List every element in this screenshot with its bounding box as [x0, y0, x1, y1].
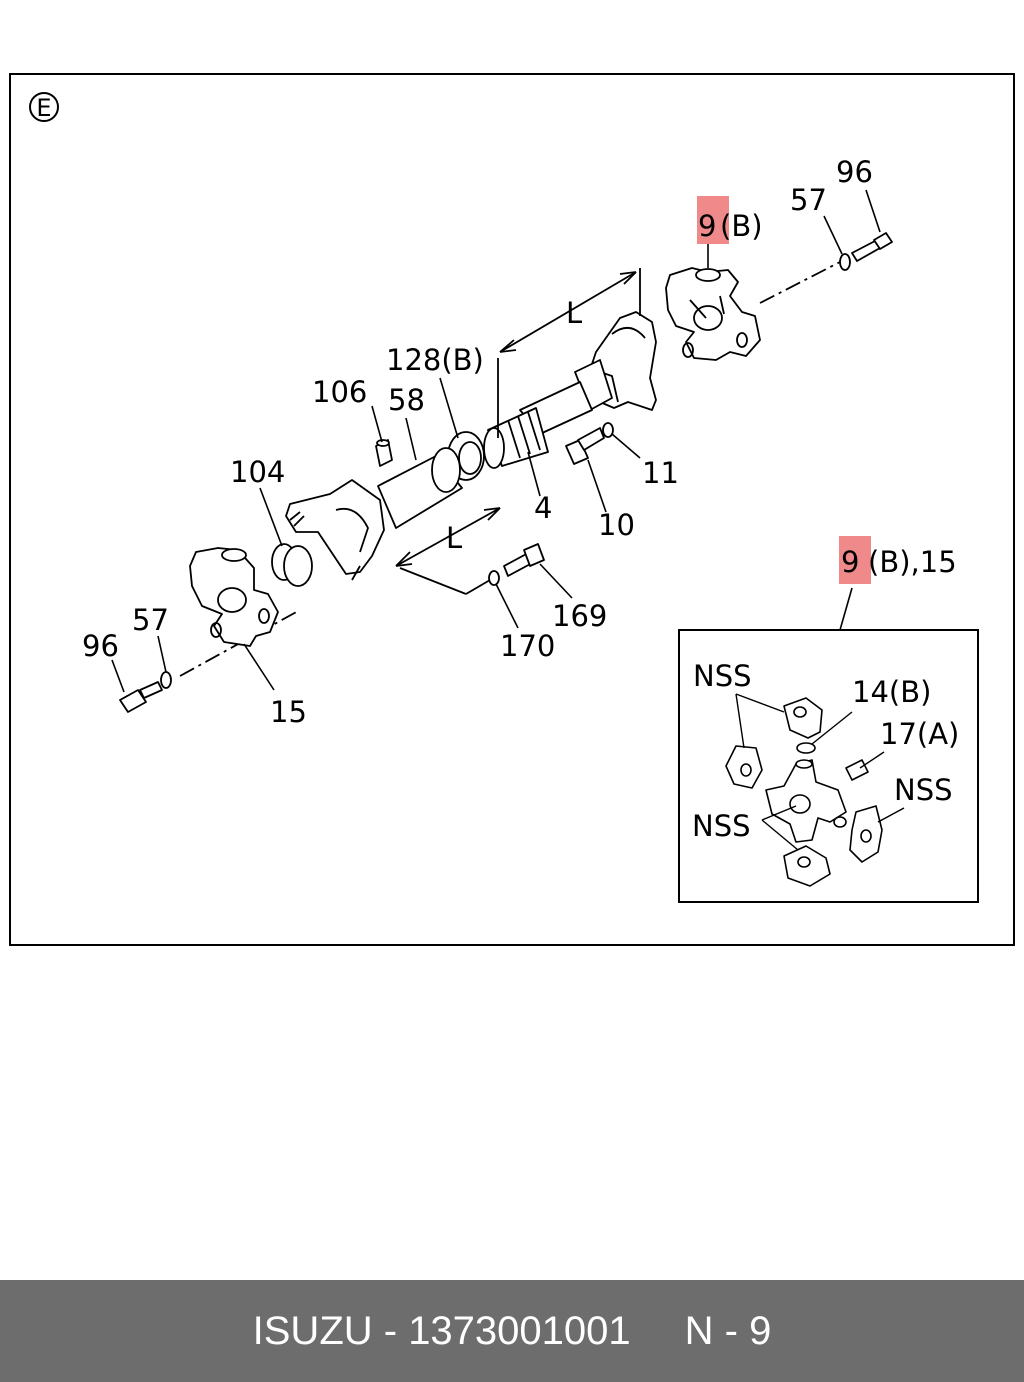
bolt-169 — [503, 543, 545, 577]
inset-parts-drawing — [725, 697, 883, 887]
inset-frame — [678, 629, 979, 903]
callout-96-right: 96 — [836, 155, 873, 189]
dust-cap-104 — [271, 543, 313, 587]
footer-bar: ISUZU - 1373001001 N - 9 — [0, 1280, 1024, 1382]
washer-11 — [602, 422, 614, 438]
inset-detail: 9 (B),15 NSS 14(B) 17(A) NSS NSS — [678, 545, 979, 903]
inset-header-9: 9 — [841, 545, 859, 579]
bolt-10 — [565, 427, 605, 465]
leader-lines — [111, 189, 881, 693]
callout-170: 170 — [500, 629, 555, 663]
washer-57-right — [839, 253, 851, 271]
highlight-9-top — [697, 196, 729, 244]
dimension-L-top — [497, 268, 641, 438]
washer-170 — [488, 570, 500, 586]
callout-11: 11 — [642, 456, 679, 490]
highlight-9-inset — [839, 536, 871, 584]
callout-4: 4 — [534, 491, 552, 525]
splined-shaft — [483, 359, 613, 469]
callout-9-top: 9 — [698, 209, 716, 243]
bolt-96-left — [119, 681, 163, 713]
exploded-parts-diagram: E — [9, 73, 1015, 946]
callout-9-top-suffix: (B) — [720, 209, 763, 243]
callout-128b: 128(B) — [386, 343, 484, 377]
dimension-L-bottom — [351, 507, 501, 595]
part-number-label: ISUZU - 1373001001 — [252, 1308, 631, 1353]
universal-joint-right — [665, 267, 761, 361]
inset-nss-left: NSS — [692, 809, 751, 843]
section-mark-label: E — [36, 94, 51, 122]
washer-57-left — [160, 671, 172, 689]
callout-96-left: 96 — [82, 629, 119, 663]
diagram-frame — [9, 73, 1015, 946]
shaft-assembly-drawing — [119, 232, 893, 713]
section-mark: E — [29, 92, 59, 122]
tube-yoke-left — [285, 479, 385, 575]
inset-nss-right: NSS — [894, 773, 953, 807]
inset-nss-top: NSS — [693, 659, 752, 693]
inset-14b: 14(B) — [852, 675, 931, 709]
inset-header-suffix: (B),15 — [868, 545, 957, 579]
universal-joint-left — [189, 547, 279, 647]
page-label: N - 9 — [684, 1308, 772, 1353]
callout-106: 106 — [312, 375, 367, 409]
tube-58 — [377, 447, 463, 529]
callout-104: 104 — [230, 455, 285, 489]
grease-fitting-106 — [375, 439, 393, 467]
bolt-96-right — [851, 232, 893, 262]
inset-17a: 17(A) — [880, 717, 959, 751]
callout-15: 15 — [270, 695, 307, 729]
callout-L-bottom: L — [446, 521, 462, 555]
callout-169: 169 — [552, 599, 607, 633]
callout-57-left: 57 — [132, 603, 169, 637]
callout-10: 10 — [598, 508, 635, 542]
callout-58: 58 — [388, 383, 425, 417]
callout-57-right: 57 — [790, 183, 827, 217]
inset-leader-lines — [735, 693, 905, 851]
callout-L-top: L — [566, 296, 582, 330]
